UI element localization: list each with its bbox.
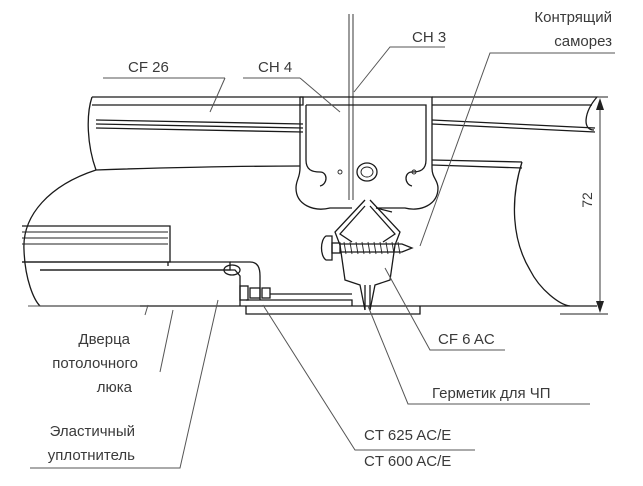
lock-screw (320, 235, 414, 261)
dimension-72: 72 (560, 96, 608, 315)
label-ct625: CT 625 AC/E (364, 427, 451, 444)
labels: Контрящий саморез CH 3 CH 4 CF 26 Дверца… (48, 9, 612, 470)
dimension-label: 72 (579, 192, 595, 208)
label-screw-line2: саморез (554, 33, 612, 50)
elastic-seal (223, 264, 421, 315)
profile-cf6 (334, 199, 401, 311)
label-cf6: CF 6 AC (438, 331, 495, 348)
hanger-wire (348, 14, 354, 200)
label-door-line1: Дверца (78, 331, 130, 348)
label-screw-line1: Контрящий (534, 9, 612, 26)
profile-cf26 (23, 96, 599, 307)
label-ct600: CT 600 AC/E (364, 453, 451, 470)
label-seal-line2: уплотнитель (48, 447, 135, 464)
leader-lines (28, 46, 615, 469)
label-sealant: Герметик для ЧП (432, 385, 551, 402)
label-door-line2: потолочного (52, 355, 138, 372)
label-seal-line1: Эластичный (50, 423, 135, 440)
label-ch4: CH 4 (258, 59, 292, 76)
label-cf26: CF 26 (128, 59, 169, 76)
label-ch3: CH 3 (412, 29, 446, 46)
hatch-door (22, 225, 261, 306)
clip-ch4 (295, 96, 439, 213)
label-door-line3: люка (97, 379, 133, 396)
